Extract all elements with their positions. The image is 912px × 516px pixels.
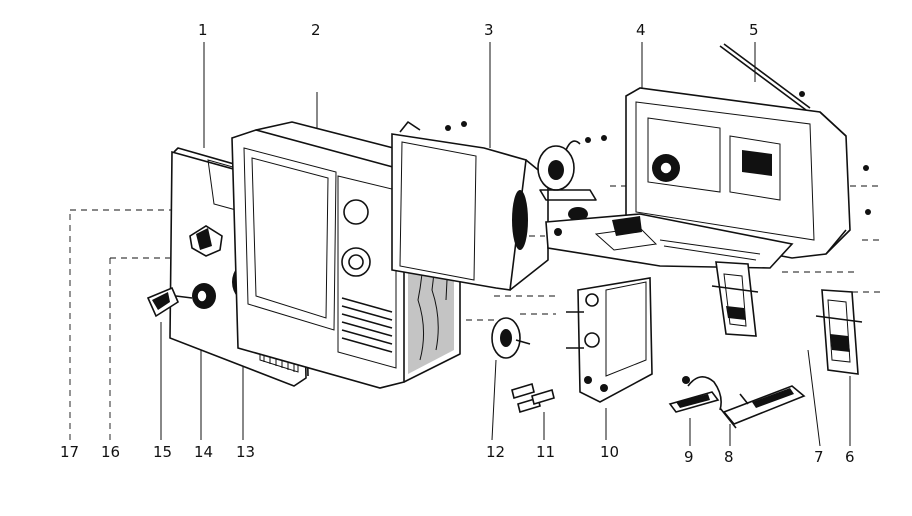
callout-9: 9: [684, 448, 694, 466]
back-cover-part-4: [625, 87, 851, 259]
callout-3: 3: [484, 21, 494, 39]
deflection-assembly: [537, 140, 597, 221]
callout-5: 5: [749, 21, 759, 39]
callout-10: 10: [600, 443, 619, 461]
knob-part-14: [192, 283, 216, 309]
cabinet-speaker-slots: [341, 297, 393, 353]
antenna-part-5: [719, 43, 811, 111]
callout-15: 15: [153, 443, 172, 461]
callout-6: 6: [845, 448, 855, 466]
handle-part-8: [719, 385, 806, 429]
picture-tube-part-3: [391, 121, 549, 291]
callout-17: 17: [60, 443, 79, 461]
bracket-part-6: [815, 289, 863, 375]
callout-8: 8: [724, 448, 734, 466]
lead-part-9: [668, 376, 722, 413]
callout-13: 13: [236, 443, 255, 461]
callout-12: 12: [486, 443, 505, 461]
bracket-part-10: [566, 277, 653, 403]
bracket-part-7: [711, 261, 759, 337]
callout-2: 2: [311, 21, 321, 39]
callout-1: 1: [198, 21, 208, 39]
callout-11: 11: [536, 443, 555, 461]
callout-7: 7: [814, 448, 824, 466]
knob-part-15: [146, 286, 193, 318]
main-circuit-board: [545, 213, 794, 269]
callout-16: 16: [101, 443, 120, 461]
fasteners: [585, 135, 871, 215]
callout-labels: 1 2 3 4 5 6 7 8 9 10 11 12 13 14 15 16 1…: [60, 21, 855, 466]
callout-4: 4: [636, 21, 646, 39]
callout-14: 14: [194, 443, 213, 461]
yoke-part-12: [491, 317, 531, 359]
screws-part-11: [511, 382, 555, 414]
